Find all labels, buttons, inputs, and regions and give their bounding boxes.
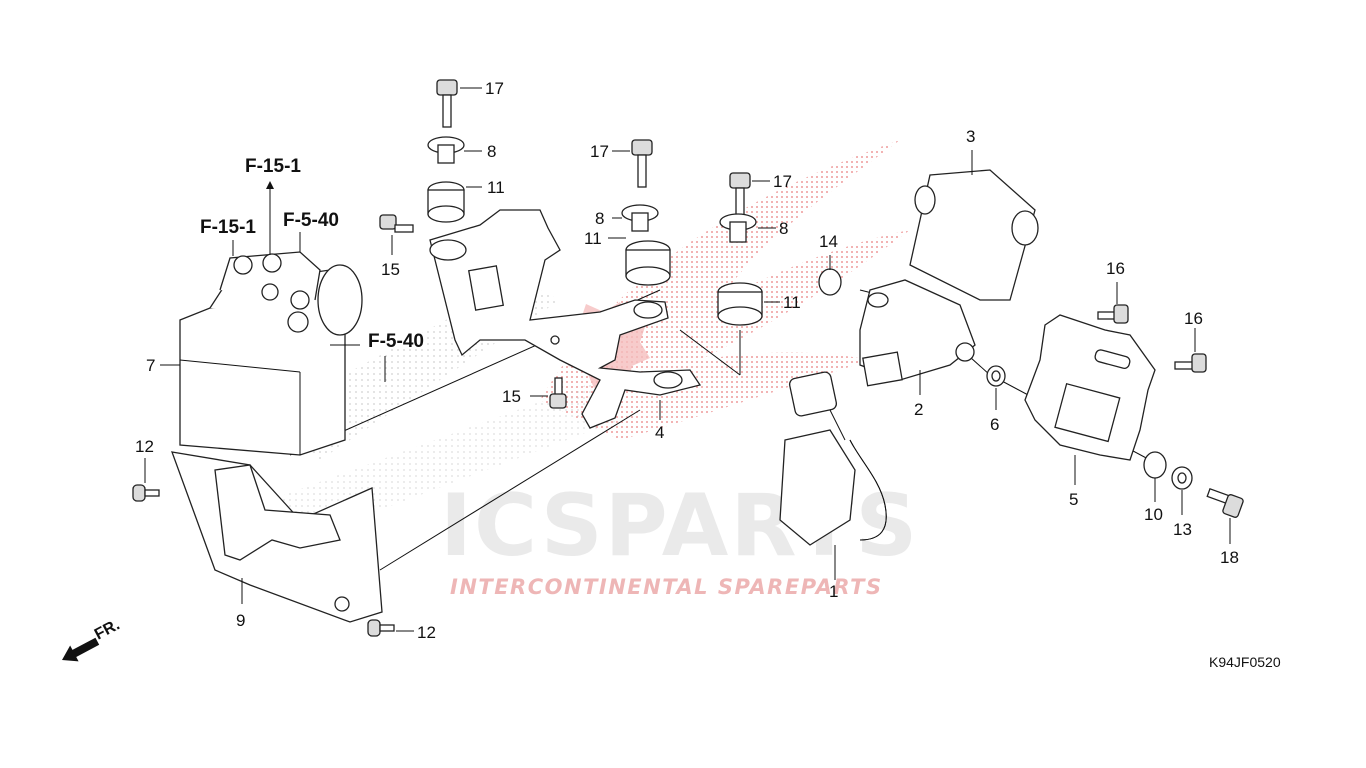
callout-8b[interactable]: 8 [595, 209, 604, 228]
callout-17c[interactable]: 17 [773, 172, 792, 191]
bolt-15b-part[interactable] [549, 377, 567, 409]
callout-6[interactable]: 6 [990, 415, 999, 434]
washer-13-part[interactable] [1171, 466, 1193, 490]
screw-12b-part[interactable] [367, 619, 395, 637]
callout-16a[interactable]: 16 [1106, 259, 1125, 278]
collar-8c-part[interactable] [719, 213, 757, 243]
callout-13[interactable]: 13 [1173, 520, 1192, 539]
abs-cover-part[interactable] [171, 451, 383, 623]
collar-8a-part[interactable] [427, 136, 465, 164]
callout-2[interactable]: 2 [914, 400, 923, 419]
grommet-10-part[interactable] [1143, 451, 1167, 479]
rubber-mount-11a-part[interactable] [427, 181, 465, 223]
callout-1[interactable]: 1 [829, 582, 838, 601]
bolt-16a-part[interactable] [1097, 304, 1129, 324]
callout-5[interactable]: 5 [1069, 490, 1078, 509]
callout-16b[interactable]: 16 [1184, 309, 1203, 328]
callout-lines [144, 87, 1231, 632]
washer-6-part[interactable] [986, 365, 1006, 387]
rubber-mount-11c-part[interactable] [717, 282, 763, 326]
callout-9[interactable]: 9 [236, 611, 245, 630]
bolt-16b-part[interactable] [1174, 353, 1207, 373]
callout-11a[interactable]: 11 [487, 178, 505, 197]
callout-8c[interactable]: 8 [779, 219, 788, 238]
bolt-15a-part[interactable] [379, 214, 414, 233]
ref-f15-1-left[interactable]: F-15-1 [200, 217, 256, 238]
stay-bracket-part[interactable] [429, 209, 702, 429]
callout-17b[interactable]: 17 [590, 142, 609, 161]
diagram-code: K94JF0520 [1209, 654, 1281, 670]
imu-unit-part[interactable] [859, 279, 976, 387]
ref-f5-40-top[interactable]: F-5-40 [283, 210, 339, 231]
callout-12a[interactable]: 12 [135, 437, 154, 456]
hardware-parts [132, 79, 1244, 637]
callout-12b[interactable]: 12 [417, 623, 436, 642]
watermark-tagline: INTERCONTINENTAL SPAREPARTS [450, 575, 883, 599]
callout-10[interactable]: 10 [1144, 505, 1163, 524]
callout-18[interactable]: 18 [1220, 548, 1239, 567]
abs-modulator-part[interactable] [179, 251, 363, 456]
ref-f5-40-right[interactable]: F-5-40 [368, 331, 424, 352]
callout-7[interactable]: 7 [146, 356, 155, 375]
callout-8a[interactable]: 8 [487, 142, 496, 161]
callout-11c[interactable]: 11 [783, 293, 801, 312]
callout-4[interactable]: 4 [655, 423, 664, 442]
callout-17a[interactable]: 17 [485, 79, 504, 98]
bolt-18-part[interactable] [1206, 487, 1244, 518]
callout-14[interactable]: 14 [819, 232, 838, 251]
wire-harness-part[interactable] [779, 371, 887, 546]
bolt-17b-part[interactable] [631, 139, 653, 188]
grommet-14-part[interactable] [818, 268, 842, 296]
callout-15a[interactable]: 15 [381, 260, 400, 279]
ref-f15-1-top[interactable]: F-15-1 [245, 156, 301, 177]
bolt-17a-part[interactable] [436, 79, 458, 128]
callout-15b[interactable]: 15 [502, 387, 521, 406]
front-direction-arrow-icon [62, 637, 100, 662]
callout-3[interactable]: 3 [966, 127, 975, 146]
bracket-plate-part[interactable] [1024, 314, 1156, 461]
front-label: FR. [92, 616, 123, 643]
sensor-cover-part[interactable] [909, 169, 1039, 301]
collar-8b-part[interactable] [621, 204, 659, 232]
rubber-mount-11b-part[interactable] [625, 240, 671, 286]
callout-11b[interactable]: 11 [584, 229, 602, 248]
screw-12a-part[interactable] [132, 484, 160, 502]
